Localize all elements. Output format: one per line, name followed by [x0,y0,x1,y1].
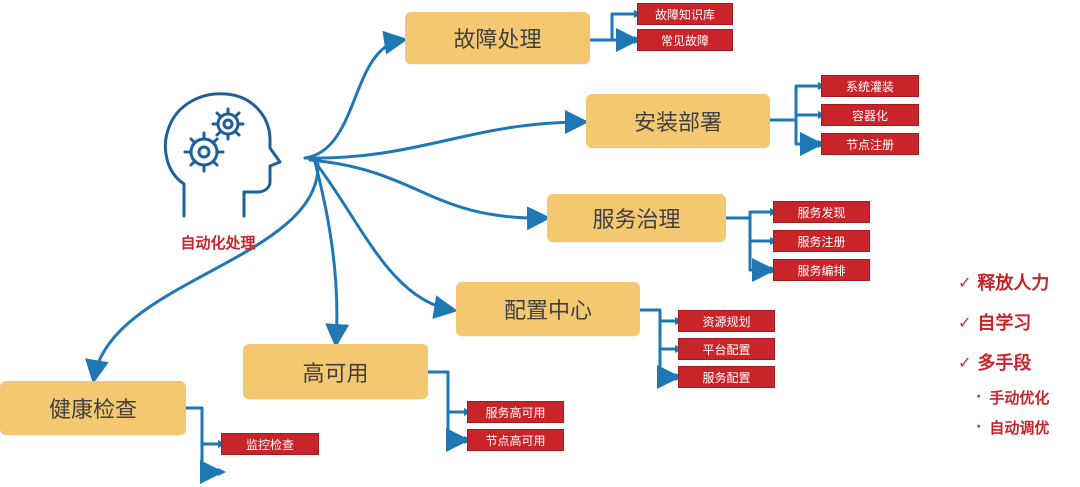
benefit-sub-item: · 手动优化 [958,382,1078,412]
link-to-config [313,160,458,319]
topic-install: 安装部署 [586,94,770,148]
benefit-item: ✓ 释放人力 [958,262,1078,302]
benefit-item: ✓ 多手段 [958,342,1078,382]
bracket-fault [588,12,634,40]
arrowhead [218,468,226,476]
topic-health: 健康检查 [0,381,186,435]
bracket-ha [426,370,464,440]
leaf-install-system: 系统灌装 [821,75,919,97]
bracket-health [184,406,218,472]
leaf-config-service: 服务配置 [678,366,775,388]
head-gears-icon [163,92,282,218]
leaf-service-register: 服务注册 [773,230,870,252]
link-to-fault [303,30,408,160]
leaf-service-discover: 服务发现 [773,201,870,223]
topic-service: 服务治理 [547,194,726,242]
check-icon: ✓ [958,312,972,332]
leaf-fault-common: 常见故障 [637,29,733,51]
link-to-service [308,158,551,231]
leaf-config-platform: 平台配置 [678,338,775,360]
leaf-service-orchestrate: 服务编排 [773,259,870,281]
leaf-install-node: 节点注册 [821,133,919,155]
bracket-install [768,84,818,144]
leaf-install-container: 容器化 [821,104,919,126]
link-to-install [303,110,589,160]
benefit-sub-label: 自动调优 [989,418,1050,437]
bullet-icon: · [976,419,982,435]
leaf-config-resource: 资源规划 [678,310,775,332]
center-label: 自动化处理 [180,234,256,252]
topic-config: 配置中心 [456,282,640,336]
bracket-service [724,210,770,270]
leaf-ha-service: 服务高可用 [467,401,564,423]
check-icon: ✓ [958,352,972,372]
link-to-health [85,162,320,384]
benefit-sub-label: 手动优化 [989,388,1050,407]
topic-fault: 故障处理 [405,12,590,64]
leaf-ha-node: 节点高可用 [467,429,564,451]
leaf-fault-kb: 故障知识库 [637,3,733,25]
leaf-health-monitor: 监控检查 [221,433,319,455]
check-icon: ✓ [958,272,972,292]
benefit-label: 释放人力 [977,273,1050,294]
benefit-label: 多手段 [977,353,1032,374]
benefit-label: 自学习 [977,313,1032,334]
benefit-sub-item: · 自动调优 [958,412,1078,442]
benefit-item: ✓ 自学习 [958,302,1078,342]
bracket-config [638,308,675,377]
link-to-ha [313,160,350,348]
benefits-list: ✓ 释放人力 ✓ 自学习 ✓ 多手段 · 手动优化 · 自动调优 [958,262,1078,442]
topic-ha: 高可用 [243,344,428,399]
bullet-icon: · [976,389,982,405]
